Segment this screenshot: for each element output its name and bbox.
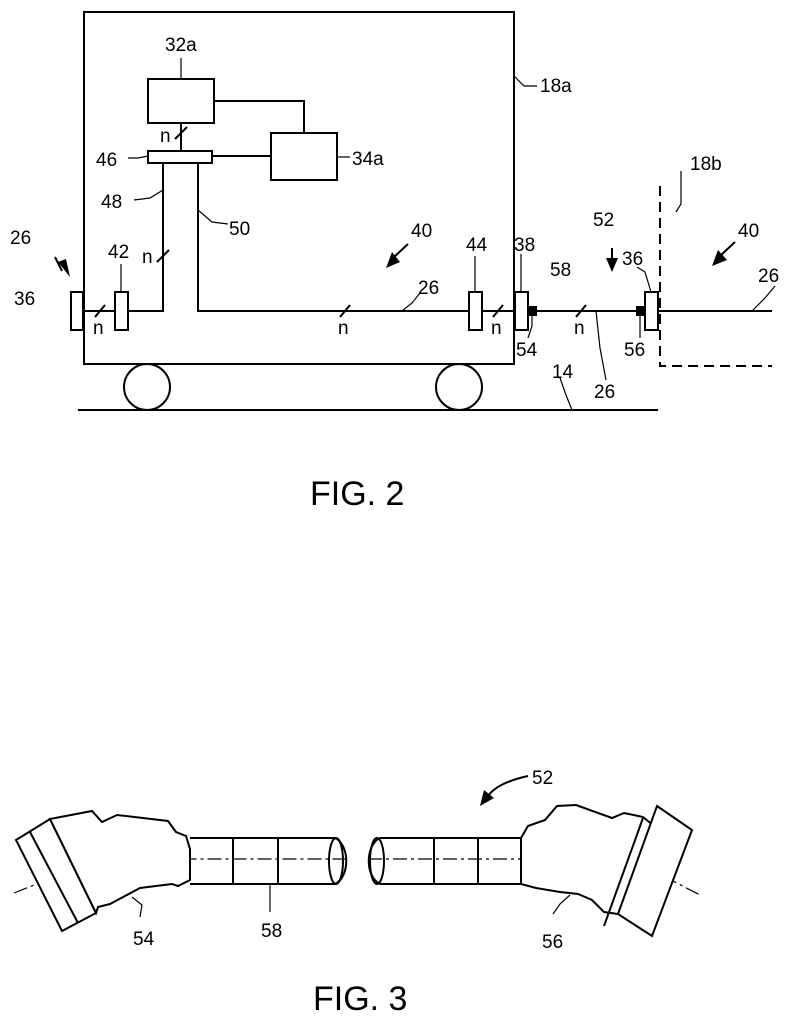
label-14: 14 xyxy=(552,362,574,383)
fig3-label-56: 56 xyxy=(542,932,563,953)
label-38: 38 xyxy=(514,235,535,256)
wheel-left xyxy=(124,364,170,410)
switch-46 xyxy=(148,151,212,163)
device-44 xyxy=(469,292,482,330)
label-48: 48 xyxy=(101,192,122,213)
bus-n-link: n xyxy=(574,318,585,339)
bus-n-right: n xyxy=(491,318,502,339)
label-50: 50 xyxy=(229,219,250,240)
fig3-label-54: 54 xyxy=(133,929,155,950)
label-26-right: 26 xyxy=(758,266,779,287)
coupler-36-left xyxy=(71,292,83,330)
coupler-38 xyxy=(515,292,528,330)
label-26-bottom: 26 xyxy=(594,382,615,403)
leader-18b xyxy=(676,171,681,212)
arrow-26-left xyxy=(55,257,70,277)
label-40-right: 40 xyxy=(738,221,759,242)
label-18a: 18a xyxy=(540,76,572,97)
arrow-52 xyxy=(606,248,618,272)
arrow-40-mid xyxy=(386,244,408,268)
unit-34a xyxy=(271,133,337,180)
leader-fig3-56 xyxy=(553,895,570,914)
label-26-mid: 26 xyxy=(418,278,439,299)
label-32a: 32a xyxy=(165,35,197,56)
label-54: 54 xyxy=(516,340,538,361)
wheel-right xyxy=(436,364,482,410)
leader-26right xyxy=(752,286,775,311)
fig3-diagram: 52 54 58 56 FIG. 3 xyxy=(14,768,702,1018)
arrow-40-right xyxy=(712,242,735,266)
label-34a: 34a xyxy=(352,149,384,170)
leader-48 xyxy=(134,190,163,200)
connector-54 xyxy=(528,306,537,316)
leader-46 xyxy=(128,156,148,158)
label-44: 44 xyxy=(466,235,488,256)
line-48 xyxy=(128,163,163,311)
label-42: 42 xyxy=(108,242,129,263)
label-26-left: 26 xyxy=(10,228,31,249)
bus-n-48: n xyxy=(142,247,153,268)
fig3-label-52: 52 xyxy=(532,768,553,789)
link-32a-34a xyxy=(214,101,304,133)
vehicle-body-18b xyxy=(660,186,772,366)
leader-36r xyxy=(637,267,651,292)
fig2-caption: FIG. 2 xyxy=(310,475,404,513)
leader-50 xyxy=(198,210,228,224)
plug-54 xyxy=(16,811,190,931)
unit-32a xyxy=(148,79,214,123)
bus-n-mid: n xyxy=(338,318,349,339)
label-18b: 18b xyxy=(690,154,722,175)
label-46: 46 xyxy=(96,150,117,171)
leader-18a xyxy=(514,76,537,86)
label-40-mid: 40 xyxy=(411,221,432,242)
label-58: 58 xyxy=(550,260,571,281)
label-56: 56 xyxy=(624,340,645,361)
fig3-label-58: 58 xyxy=(261,921,282,942)
plug-56 xyxy=(521,805,692,936)
label-36-left: 36 xyxy=(14,289,35,310)
bus-n-left: n xyxy=(93,318,104,339)
label-52: 52 xyxy=(593,210,614,231)
coupler-36-right xyxy=(645,292,658,330)
arrow-fig3-52 xyxy=(480,776,528,806)
leader-fig3-54 xyxy=(132,897,142,917)
hose-58-left xyxy=(190,838,346,884)
leader-26bottom xyxy=(596,311,606,380)
bus-n-top: n xyxy=(160,126,171,147)
label-36-right: 36 xyxy=(622,249,643,270)
hose-58-right xyxy=(369,838,521,884)
connector-56 xyxy=(636,306,645,316)
fig2-diagram: 32a 18a 46 34a 48 50 26 42 40 26 44 38 5… xyxy=(10,12,779,513)
device-42 xyxy=(115,292,128,330)
fig3-caption: FIG. 3 xyxy=(313,980,407,1018)
